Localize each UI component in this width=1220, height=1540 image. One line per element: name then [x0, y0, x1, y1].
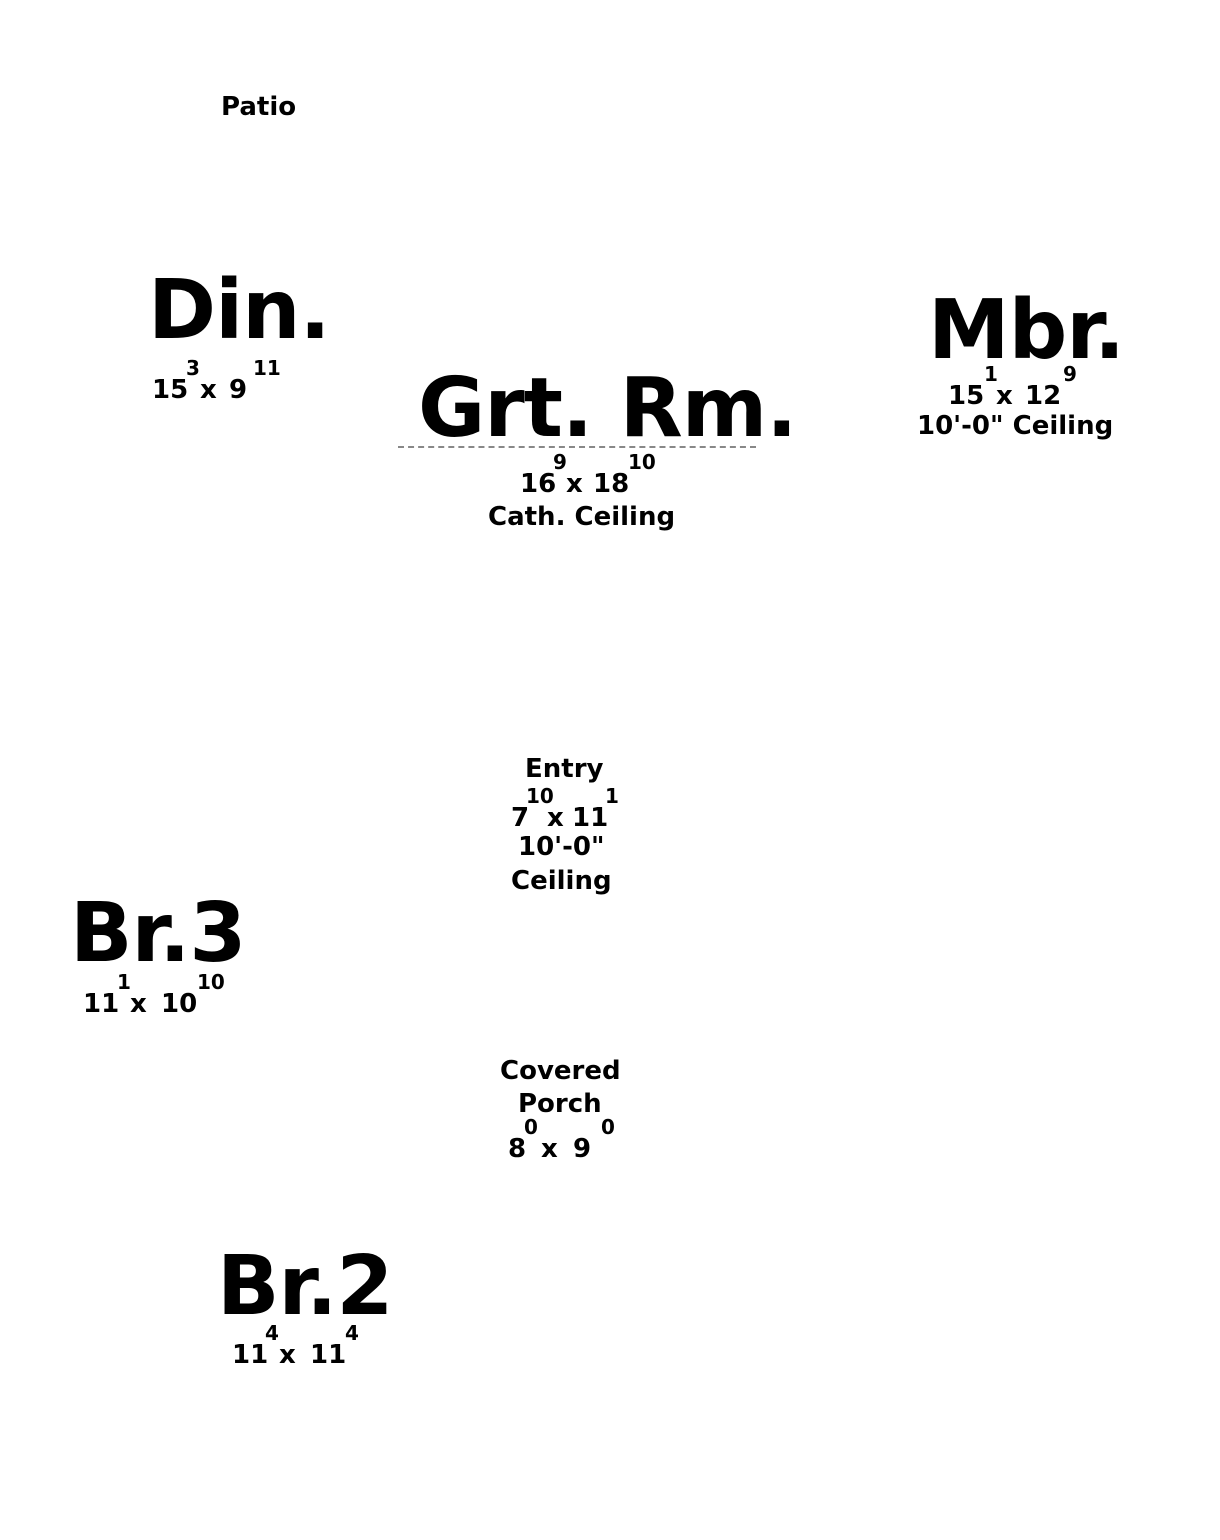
entry-depth-ft: 11: [572, 803, 609, 833]
bedroom-2-width-ft: 11: [232, 1340, 269, 1370]
bedroom-2-by: x: [279, 1340, 296, 1370]
entry-ceiling-word: Ceiling: [511, 866, 612, 896]
bedroom-3-width-ft: 11: [83, 989, 120, 1019]
dining-width-ft: 15: [152, 375, 189, 405]
bedroom-2-depth-in: 4: [345, 1321, 359, 1345]
patio-label: Patio: [221, 92, 297, 122]
bedroom-3-depth-in: 10: [197, 970, 225, 994]
dining-depth-ft: 9: [229, 375, 248, 405]
porch-width-in: 0: [524, 1115, 538, 1139]
entry-ceiling-height: 10'-0": [518, 832, 605, 862]
porch-depth-in: 0: [601, 1115, 615, 1139]
bedroom-2-width-in: 4: [265, 1321, 279, 1345]
dining-by: x: [200, 375, 217, 405]
bedroom-2-depth-ft: 11: [310, 1340, 347, 1370]
porch-label-line2: Porch: [518, 1089, 602, 1119]
great-room-ceiling: Cath. Ceiling: [488, 502, 676, 532]
master-bedroom-label: Mbr.: [928, 283, 1125, 378]
entry-label: Entry: [525, 754, 604, 784]
porch-by: x: [541, 1134, 558, 1164]
master-bedroom-ceiling: 10'-0" Ceiling: [917, 411, 1114, 441]
bedroom-2-label: Br.2: [217, 1239, 393, 1334]
great-room-dashed-line: [398, 446, 756, 448]
entry-depth-in: 1: [605, 784, 619, 808]
porch-depth-ft: 9: [573, 1134, 592, 1164]
master-bedroom-width-in: 1: [984, 362, 998, 386]
bedroom-3-label: Br.3: [70, 886, 246, 981]
entry-width-in: 10: [526, 784, 554, 808]
dining-depth-in: 11: [253, 356, 281, 380]
bedroom-3-depth-ft: 10: [161, 989, 198, 1019]
master-bedroom-by: x: [996, 381, 1013, 411]
entry-by: x: [547, 803, 564, 833]
great-room-depth-in: 10: [628, 450, 656, 474]
dining-label: Din.: [148, 263, 331, 358]
porch-width-ft: 8: [508, 1134, 527, 1164]
great-room-width-ft: 16: [520, 469, 557, 499]
master-bedroom-depth-in: 9: [1063, 362, 1077, 386]
master-bedroom-depth-ft: 12: [1025, 381, 1062, 411]
master-bedroom-width-ft: 15: [948, 381, 985, 411]
dining-width-in: 3: [186, 356, 200, 380]
bedroom-3-by: x: [130, 989, 147, 1019]
great-room-width-in: 9: [553, 450, 567, 474]
porch-label-line1: Covered: [500, 1056, 621, 1086]
entry-width-ft: 7: [511, 803, 530, 833]
bedroom-3-width-in: 1: [117, 970, 131, 994]
great-room-depth-ft: 18: [593, 469, 630, 499]
great-room-label: Grt. Rm.: [418, 361, 797, 456]
great-room-by: x: [566, 469, 583, 499]
